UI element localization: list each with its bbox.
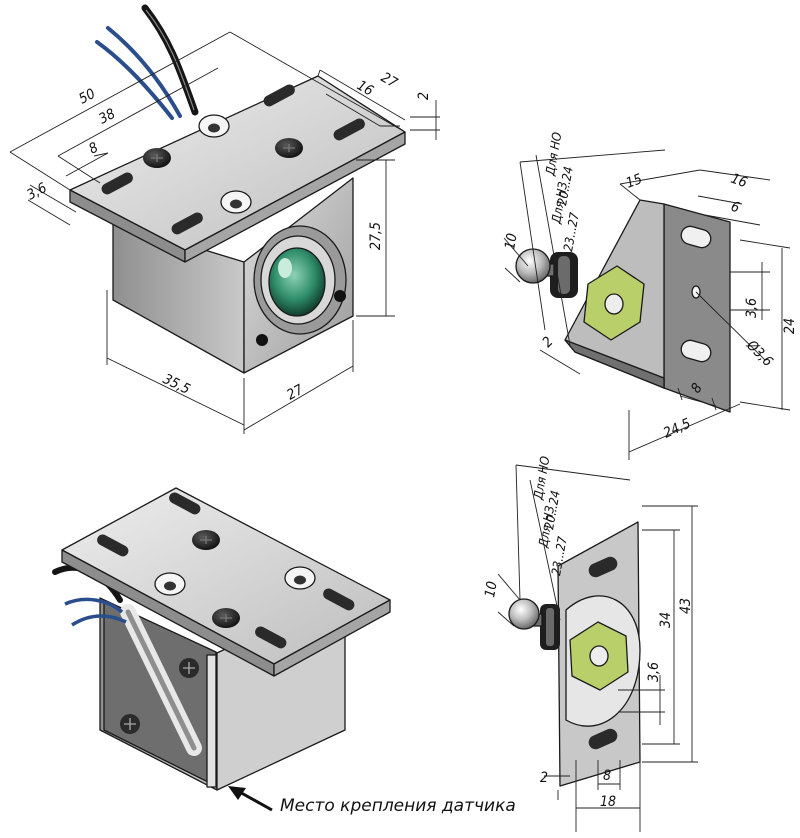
bracket-bottom-view: Для НО 20...24 Для НЗ 23...27 10 43 34 3…	[482, 455, 698, 832]
bracket-slot	[680, 225, 712, 249]
dim-27-bottom: 27	[284, 382, 306, 404]
screw-cross-icon	[183, 662, 195, 674]
ball-head	[508, 598, 540, 630]
countersunk-hole-inner	[208, 123, 220, 133]
blue-wire	[71, 614, 127, 627]
dim-2: 2	[540, 770, 548, 786]
blue-wire	[64, 597, 124, 614]
screw-cross-icon	[200, 536, 212, 544]
sensor-cover-edge	[206, 654, 217, 788]
dim-for-nz-range: 23...27	[560, 210, 582, 252]
dim-38: 38	[96, 106, 118, 128]
mounting-plate-edge	[273, 599, 391, 677]
dim-8: 8	[86, 140, 101, 158]
dim-for-no-range: 20...24	[541, 489, 563, 530]
dimension-lines	[497, 464, 698, 832]
sensor-mount-caption: Место крепления датчика	[280, 796, 516, 816]
dim-10: 10	[482, 580, 501, 599]
sensor-slot	[125, 609, 197, 751]
bracket-slot	[588, 728, 618, 750]
dim-24-5: 24,5	[661, 416, 693, 442]
lens	[268, 247, 326, 317]
dim-for-no-range: 20...24	[554, 165, 576, 206]
bracket-slot	[680, 339, 712, 363]
ball-head	[515, 248, 551, 284]
slot-hole	[255, 626, 287, 649]
slot-hole	[263, 84, 295, 107]
stud-washer	[546, 608, 554, 646]
dim-8: 8	[603, 768, 611, 784]
slot-hole	[97, 534, 129, 557]
screw-hole	[256, 334, 268, 346]
dim-24: 24	[782, 318, 798, 334]
dim-27-5: 27,5	[368, 222, 384, 250]
countersunk-hole-inner	[294, 575, 306, 585]
screw-cross-icon	[220, 614, 232, 622]
bracket-slot	[588, 556, 618, 578]
dim-16: 16	[729, 171, 750, 192]
blue-wire	[106, 26, 182, 118]
slot-hole	[171, 212, 203, 235]
screw-hole	[334, 290, 346, 302]
dim-10: 10	[502, 232, 521, 251]
screw-cross-icon	[283, 144, 295, 152]
slot-hole	[323, 588, 355, 611]
black-wire-highlight	[145, 9, 195, 111]
dim-for-nz-label: Для НЗ	[535, 505, 557, 550]
dim-3-6: 3,6	[744, 298, 760, 318]
blue-wire	[95, 40, 174, 120]
dim-16: 16	[354, 78, 376, 100]
countersunk-hole-inner	[164, 581, 176, 591]
slot-hole	[101, 172, 133, 195]
dim-18: 18	[600, 794, 616, 810]
dim-43: 43	[678, 598, 694, 614]
dim-2: 2	[540, 334, 557, 351]
lock-top-view: 50 38 8 3,6 27 16 2 27,5 35,5 27	[9, 4, 440, 434]
nut-hole	[604, 293, 624, 315]
dim-diameter: Ø3,6	[742, 337, 775, 370]
dim-for-nz-range: 23...27	[548, 534, 570, 576]
nut-hole	[589, 645, 609, 667]
dim-35-5: 35,5	[160, 371, 192, 398]
dim-27-top: 27	[378, 70, 400, 92]
dim-3-6: 3,6	[646, 662, 662, 682]
bracket-top-view: Для НО 20...24 Для НЗ 23...27 10 15 16 6…	[502, 131, 798, 460]
lock-bottom-view	[52, 487, 391, 812]
slot-hole	[169, 492, 201, 515]
dim-50: 50	[76, 86, 98, 108]
screw-cross-icon	[151, 154, 163, 162]
dim-6: 6	[729, 199, 742, 217]
lens-highlight	[278, 258, 292, 278]
stud-washer	[558, 256, 570, 294]
mounting-plate-edge	[184, 131, 406, 263]
dim-15: 15	[624, 171, 645, 192]
dimension-lines	[9, 31, 440, 434]
bracket-base-edge	[564, 339, 665, 389]
countersunk-hole-inner	[230, 199, 242, 209]
dim-34: 34	[658, 612, 674, 628]
dim-for-nz-label: Для НЗ	[548, 181, 570, 226]
pointer-arrowhead	[228, 786, 246, 800]
screw-cross-icon	[124, 718, 136, 730]
dim-2: 2	[416, 92, 432, 100]
dimension-lines	[503, 149, 791, 460]
slot-hole	[333, 118, 365, 141]
